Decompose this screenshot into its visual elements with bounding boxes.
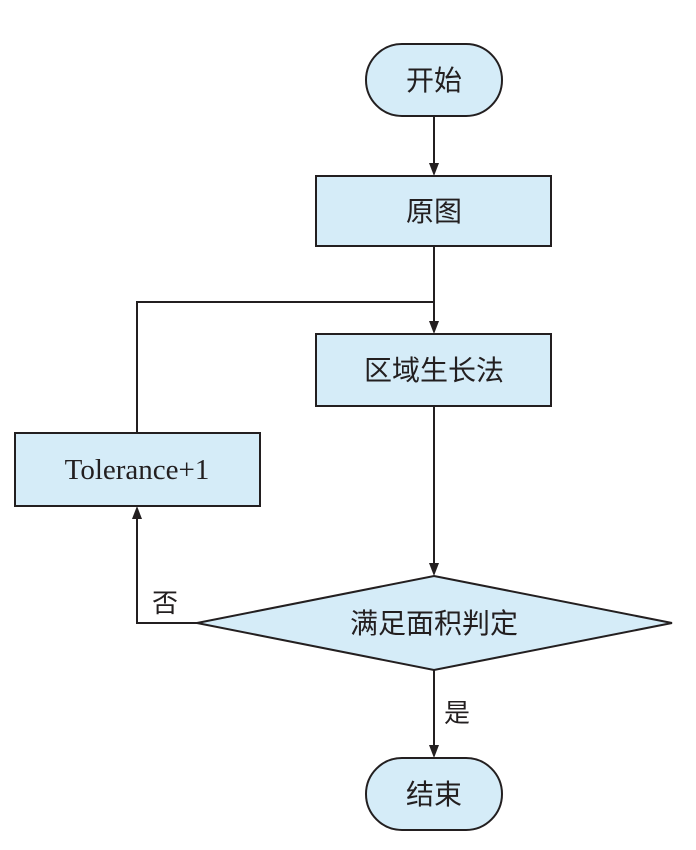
edge-tolerance-to-region-growing: [136, 301, 434, 433]
arrowhead-start-to-original: [429, 163, 439, 176]
arrowhead-region-growing-to-area-check: [429, 563, 439, 576]
tolerance-label: Tolerance+1: [65, 454, 210, 486]
original-process-shape: [315, 175, 552, 247]
node-original: 原图: [315, 175, 552, 247]
node-region-growing: 区域生长法: [315, 333, 552, 407]
node-area-check: 满足面积判定: [196, 574, 673, 672]
arrowhead-area-check-to-tolerance: [132, 506, 142, 519]
node-start: 开始: [365, 43, 503, 117]
edge-label-yes: 是: [444, 699, 470, 729]
edge-label-no: 否: [152, 589, 178, 619]
end-terminator-shape: [365, 757, 503, 831]
start-label: 开始: [406, 64, 462, 97]
edge-area-check-to-tolerance: [136, 518, 197, 624]
area-check-label: 满足面积判定: [350, 607, 518, 640]
start-terminator-shape: [365, 43, 503, 117]
region-growing-label: 区域生长法: [364, 354, 504, 387]
arrowhead-area-check-to-end: [429, 745, 439, 758]
original-label: 原图: [406, 195, 462, 228]
arrowhead-original-to-region-growing: [429, 321, 439, 334]
node-end: 结束: [365, 757, 503, 831]
area-check-decision-shape: [196, 574, 673, 672]
end-label: 结束: [406, 778, 462, 811]
node-tolerance: Tolerance+1: [14, 432, 261, 507]
region-growing-process-shape: [315, 333, 552, 407]
tolerance-process-shape: [14, 432, 261, 507]
